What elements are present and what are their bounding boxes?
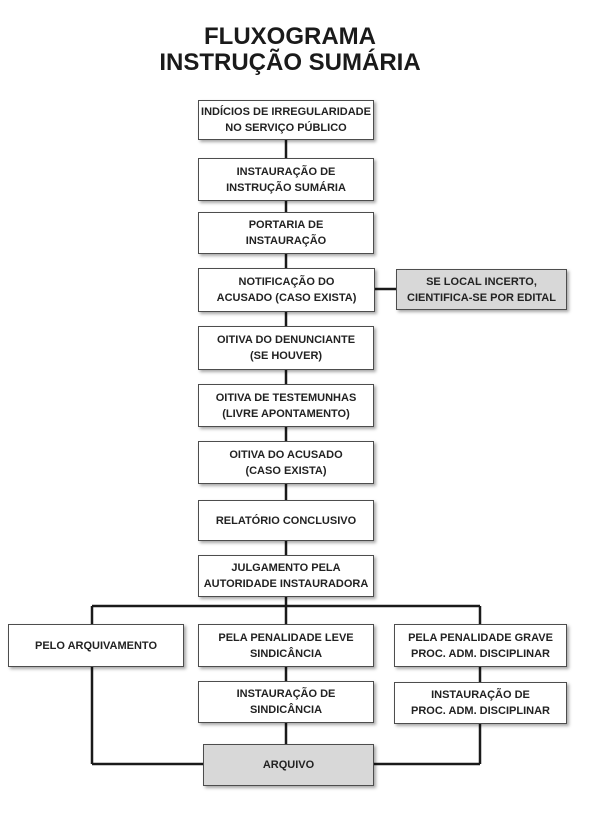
node-indicios-irregularidade: INDÍCIOS DE IRREGULARIDADE NO SERVIÇO PÚ…: [198, 100, 374, 140]
node-instauracao-pad: INSTAURAÇÃO DE PROC. ADM. DISCIPLINAR: [394, 682, 567, 724]
node-instauracao-instrucao: INSTAURAÇÃO DE INSTRUÇÃO SUMÁRIA: [198, 158, 374, 201]
diagram-title-line-1: FLUXOGRAMA: [204, 23, 376, 50]
node-text-line: INSTAURAÇÃO DE: [236, 165, 336, 178]
node-text-line: ACUSADO (CASO EXISTA): [216, 292, 357, 304]
node-oitiva-denunciante: OITIVA DO DENUNCIANTE (SE HOUVER): [198, 326, 374, 370]
node-text-line: SINDICÂNCIA: [249, 704, 323, 716]
node-text-line: SINDICÂNCIA: [249, 647, 323, 660]
node-text-line: INSTAURAÇÃO DE: [431, 689, 530, 701]
node-edital: SE LOCAL INCERTO, CIENTIFICA-SE POR EDIT…: [396, 269, 567, 310]
node-text-line: PELO ARQUIVAMENTO: [34, 639, 158, 652]
node-oitiva-testemunhas: OITIVA DE TESTEMUNHAS (LIVRE APONTAMENTO…: [198, 384, 374, 427]
node-text-line: NOTIFICAÇÃO DO: [238, 276, 335, 288]
node-text-line: PELA PENALIDADE GRAVE: [408, 631, 553, 644]
node-text-line: AUTORIDADE INSTAURADORA: [203, 578, 369, 590]
node-text-line: PROC. ADM. DISCIPLINAR: [411, 705, 550, 717]
node-text-line: (CASO EXISTA): [245, 464, 327, 477]
node-penalidade-grave: PELA PENALIDADE GRAVE PROC. ADM. DISCIPL…: [394, 624, 567, 667]
node-notificacao-acusado: NOTIFICAÇÃO DO ACUSADO (CASO EXISTA): [198, 268, 375, 312]
node-oitiva-acusado: OITIVA DO ACUSADO (CASO EXISTA): [198, 441, 374, 484]
node-text-line: PROC. ADM. DISCIPLINAR: [411, 647, 550, 660]
node-text-line: OITIVA DO DENUNCIANTE: [216, 334, 356, 346]
node-text-line: RELATÓRIO CONCLUSIVO: [215, 514, 357, 527]
node-julgamento: JULGAMENTO PELA AUTORIDADE INSTAURADORA: [198, 555, 374, 597]
node-penalidade-leve: PELA PENALIDADE LEVE SINDICÂNCIA: [198, 624, 374, 667]
node-pelo-arquivamento: PELO ARQUIVAMENTO: [8, 624, 184, 667]
node-relatorio-conclusivo: RELATÓRIO CONCLUSIVO: [198, 500, 374, 541]
node-text-line: OITIVA DE TESTEMUNHAS: [215, 391, 357, 404]
node-text-line: INSTRUÇÃO SUMÁRIA: [226, 181, 346, 194]
node-text-line: PELA PENALIDADE LEVE: [218, 631, 354, 644]
node-arquivo: ARQUIVO: [203, 744, 374, 786]
diagram-title-line-2: INSTRUÇÃO SUMÁRIA: [159, 49, 421, 76]
node-text-line: INDÍCIOS DE IRREGULARIDADE: [201, 106, 371, 118]
node-text-line: (SE HOUVER): [249, 350, 323, 362]
node-text-line: INSTAURAÇÃO DE: [236, 688, 336, 700]
node-text-line: PORTARIA DE: [248, 219, 324, 231]
node-instauracao-sindicancia: INSTAURAÇÃO DE SINDICÂNCIA: [198, 681, 374, 723]
node-text-line: ARQUIVO: [262, 759, 315, 771]
node-text-line: (LIVRE APONTAMENTO): [222, 407, 350, 420]
node-portaria-instauracao: PORTARIA DE INSTAURAÇÃO: [198, 212, 374, 254]
node-text-line: OITIVA DO ACUSADO: [229, 448, 343, 461]
node-text-line: SE LOCAL INCERTO,: [426, 275, 537, 288]
node-text-line: CIENTIFICA-SE POR EDITAL: [407, 291, 556, 304]
node-text-line: JULGAMENTO PELA: [231, 562, 341, 574]
node-text-line: NO SERVIÇO PÚBLICO: [225, 122, 347, 134]
node-text-line: INSTAURAÇÃO: [245, 235, 327, 247]
